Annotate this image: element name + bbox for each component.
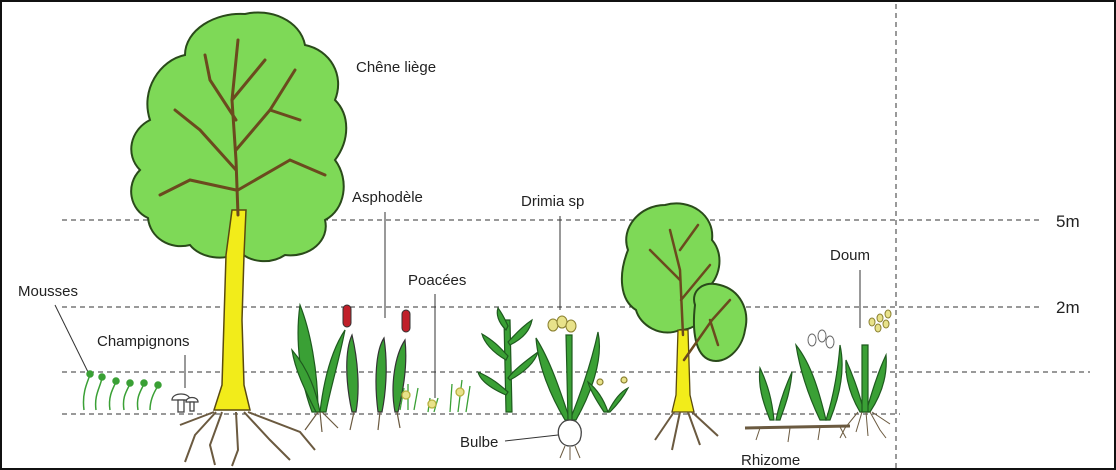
rhizome-stem	[745, 426, 850, 428]
label-poacees: Poacées	[408, 272, 466, 289]
label-drimia: Drimia sp	[521, 193, 584, 210]
label-chene-liege: Chêne liège	[356, 59, 436, 76]
asphodele-flower-1	[343, 305, 351, 327]
height-label-2m: 2m	[1056, 298, 1080, 317]
height-label-5m: 5m	[1056, 212, 1080, 231]
label-asphodele: Asphodèle	[352, 189, 423, 206]
label-doum: Doum	[830, 247, 870, 264]
label-bulbe: Bulbe	[460, 434, 498, 451]
label-mousses: Mousses	[18, 283, 78, 300]
drimia-bulb	[558, 420, 581, 446]
asphodele-flower-2	[402, 310, 410, 332]
label-rhizome: Rhizome	[741, 452, 800, 469]
label-champignons: Champignons	[97, 333, 190, 350]
